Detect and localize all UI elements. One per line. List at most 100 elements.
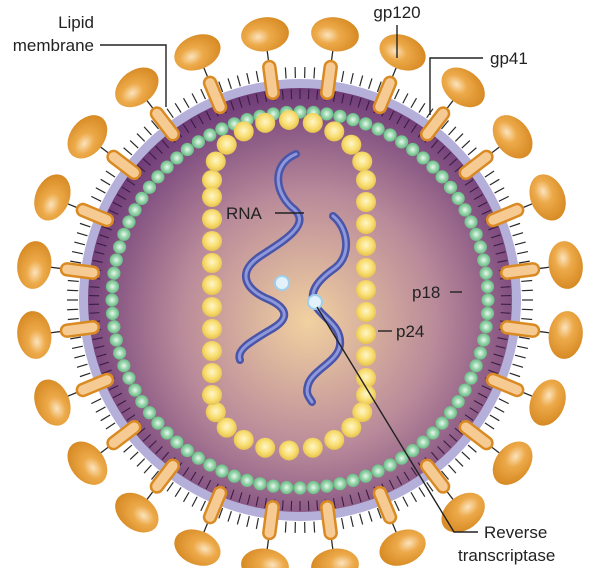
gp41-stalk (458, 419, 494, 451)
p18-bead (435, 416, 449, 430)
p18-bead (458, 203, 472, 217)
inner-lipid-tick (396, 475, 403, 486)
lipid-tick (105, 422, 116, 430)
inner-lipid-tick (148, 151, 157, 160)
lipid-tick (70, 336, 82, 340)
inner-lipid-tick (161, 451, 170, 461)
inner-lipid-tick (255, 93, 259, 104)
p18-bead (128, 203, 142, 217)
p24-bead (202, 341, 222, 361)
lipid-tick (454, 133, 464, 142)
inner-lipid-tick (255, 496, 259, 507)
p18-bead (371, 122, 385, 136)
gp41-stalk (499, 320, 541, 338)
p18-bead (135, 395, 149, 409)
p24-bead (202, 385, 222, 405)
inner-lipid-tick (410, 467, 418, 477)
inner-lipid-tick (495, 345, 506, 349)
p24-bead (324, 429, 345, 450)
label-gp41: gp41 (490, 49, 528, 68)
gp120-knob (241, 17, 289, 52)
inner-lipid-tick (182, 467, 190, 477)
lipid-tick (151, 120, 159, 130)
p18-bead (105, 306, 120, 321)
inner-lipid-tick (238, 492, 243, 503)
p18-bead (481, 293, 495, 307)
lipid-tick (74, 241, 86, 246)
p24-bead (216, 134, 237, 155)
p24-bead (356, 236, 376, 256)
lipid-tick (143, 126, 152, 136)
lipid-tick (467, 147, 477, 156)
p24-bead (341, 417, 362, 438)
inner-lipid-tick (96, 242, 107, 247)
inner-lipid-tick (197, 475, 204, 486)
lipid-membrane-leader (100, 44, 167, 107)
inner-lipid-tick (121, 407, 131, 414)
inner-lipid-tick (190, 119, 197, 129)
inner-lipid-tick (437, 446, 445, 455)
lipid-tick (410, 491, 418, 503)
inner-lipid-tick (449, 434, 458, 442)
p18-bead (160, 426, 174, 440)
inner-lipid-tick (388, 110, 395, 121)
lipid-tick (393, 88, 400, 100)
inner-lipid-tick (464, 179, 474, 186)
lipid-tick (136, 133, 146, 142)
p18-bead (113, 240, 127, 254)
p18-bead (359, 469, 373, 483)
inner-lipid-tick (490, 361, 501, 366)
inner-lipid-tick (464, 414, 474, 421)
inner-lipid-tick (102, 369, 112, 375)
p18-bead (293, 481, 307, 495)
lipid-tick (517, 250, 529, 255)
gp120-knob (115, 67, 159, 108)
lipid-tick (151, 470, 159, 480)
lipid-tick (393, 500, 400, 512)
inner-lipid-tick (500, 286, 511, 288)
inner-lipid-tick (137, 427, 146, 435)
inner-lipid-tick (490, 234, 501, 239)
inner-lipid-tick (94, 251, 105, 255)
inner-lipid-tick (493, 353, 504, 358)
p18-bead (469, 227, 483, 241)
gp41-stalk (372, 75, 398, 115)
p18-bead (191, 451, 205, 465)
lipid-tick (426, 481, 434, 492)
inner-lipid-tick (126, 414, 136, 421)
lipid-tick (368, 78, 373, 90)
inner-lipid-tick (99, 361, 110, 366)
inner-lipid-tick (230, 100, 235, 111)
lipid-tick (461, 140, 471, 149)
lipid-tick (341, 517, 345, 529)
p24-bead (202, 187, 222, 207)
p24-bead (216, 417, 237, 438)
lipid-tick (79, 222, 91, 228)
inner-lipid-tick (488, 369, 498, 375)
lipid-tick (402, 93, 409, 104)
p24-bead (202, 170, 222, 190)
lipid-tick (341, 71, 345, 83)
gp41-stalk (419, 106, 451, 142)
p18-bead (451, 191, 465, 205)
lipid-tick (514, 354, 526, 359)
p18-bead (122, 215, 136, 229)
p18-bead (227, 469, 241, 483)
gp41-stalk (419, 458, 451, 494)
p18-bead (215, 464, 229, 478)
p24-bead (202, 297, 222, 317)
inner-lipid-tick (410, 123, 418, 133)
inner-lipid-tick (190, 471, 197, 481)
lipid-tick (494, 187, 505, 194)
inner-lipid-tick (332, 91, 336, 102)
p18-bead (109, 253, 123, 267)
gp120-knob (379, 34, 426, 71)
inner-lipid-tick (99, 234, 110, 239)
inner-lipid-tick (112, 392, 123, 399)
lipid-tick (448, 126, 457, 136)
p18-bead (151, 416, 165, 430)
lipid-tick (517, 345, 529, 350)
lipid-tick (95, 406, 106, 413)
gp41-stalk (106, 419, 142, 451)
p18-bead (170, 435, 184, 449)
